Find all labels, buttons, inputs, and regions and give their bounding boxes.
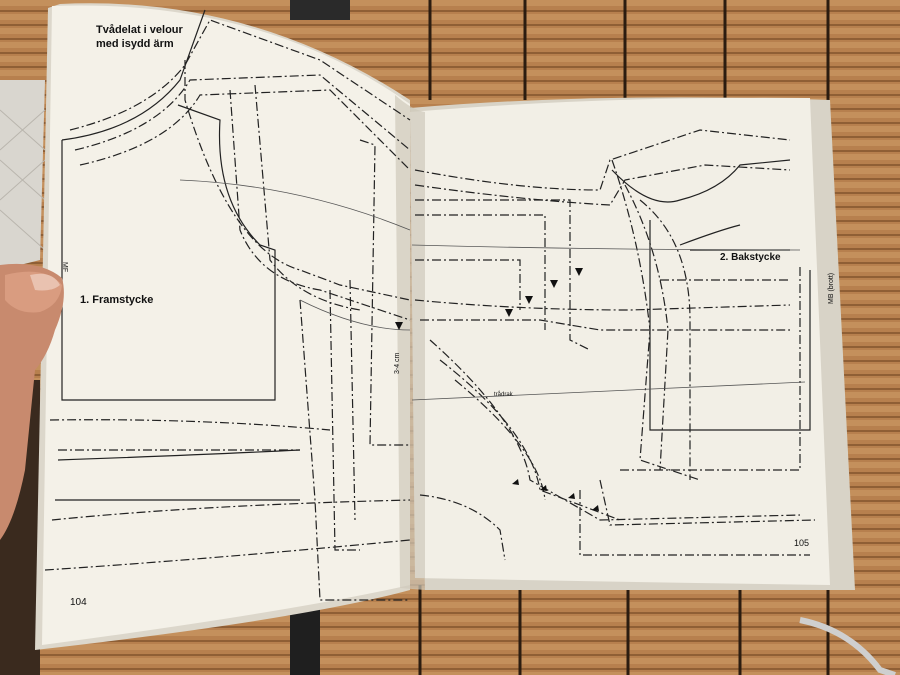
cable [799, 617, 896, 675]
front-fold-label: MF [61, 262, 68, 273]
notch-marks [395, 268, 599, 511]
sewing-pattern-lines [55, 9, 301, 501]
seam-note: 3-4 cm [394, 352, 401, 374]
pattern-title-line1: Tvådelat i velour [96, 24, 183, 36]
back-fold-label-text: MB [828, 293, 835, 305]
right-page-number: 105 [794, 538, 810, 548]
pattern-title-line2: med isydd ärm [96, 38, 174, 50]
grain-lines [179, 179, 806, 401]
thumbnail [30, 273, 60, 291]
back-piece-label: 2. Bakstycke [720, 252, 781, 263]
grain-line-label: trådrak [494, 392, 513, 398]
sewing-pattern-dashed [44, 19, 816, 601]
back-fold-label: MB (brott) [828, 273, 835, 304]
front-piece-label: 1. Framstycke [80, 294, 154, 306]
book-binding-top [290, 0, 350, 20]
left-page-number: 104 [70, 597, 87, 608]
back-fold-note: (brott) [828, 272, 835, 292]
quilted-cushion [0, 80, 45, 270]
gutter-shadow [395, 95, 425, 590]
right-page [410, 97, 830, 586]
hand [0, 263, 64, 540]
left-page [42, 5, 410, 645]
